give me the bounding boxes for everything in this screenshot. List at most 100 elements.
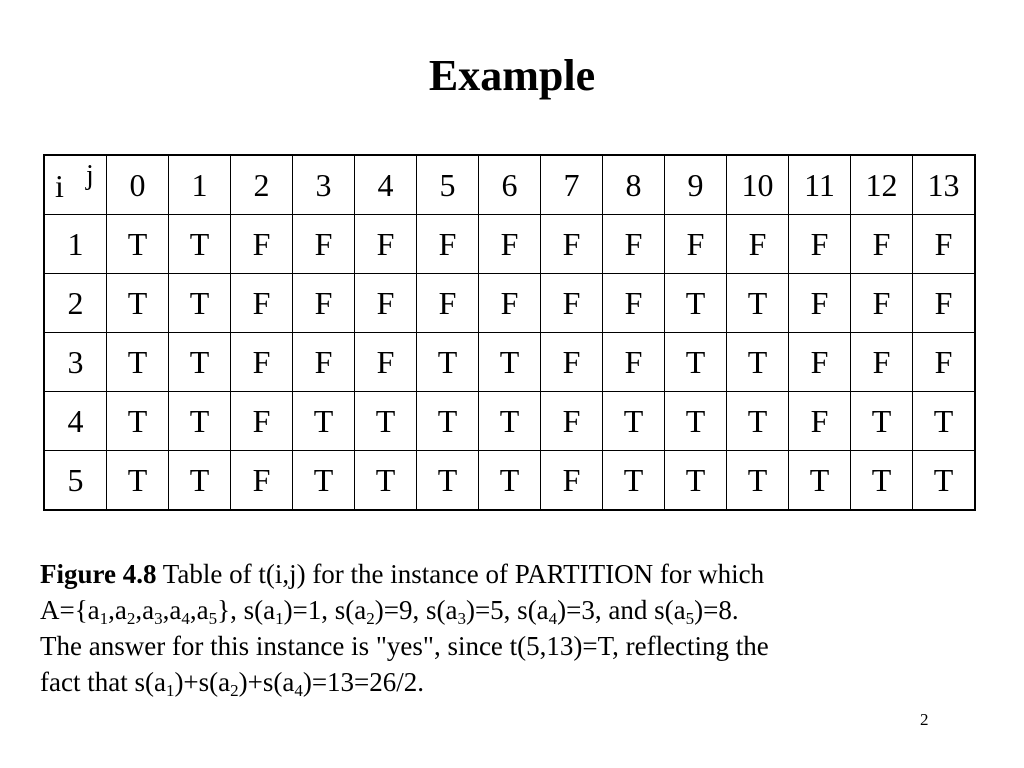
table-cell: T: [292, 391, 355, 451]
table-cell: F: [354, 214, 417, 274]
caption-fragment: )=13=26/2.: [302, 667, 425, 697]
table-cell: F: [292, 273, 355, 333]
table-cell: F: [912, 332, 976, 392]
table-cell: T: [726, 273, 789, 333]
table-cell: F: [230, 391, 293, 451]
table-cell: F: [416, 214, 479, 274]
table-cell: F: [540, 214, 603, 274]
row-header: 3: [43, 332, 107, 392]
table-cell: F: [478, 273, 541, 333]
table-cell: F: [354, 332, 417, 392]
table-cell: F: [230, 214, 293, 274]
table-cell: F: [912, 273, 976, 333]
caption-fragment: A={a: [40, 595, 100, 625]
column-header: 2: [230, 154, 293, 215]
table-cell: F: [292, 214, 355, 274]
table-cell: F: [602, 332, 665, 392]
subscript: 1: [165, 681, 175, 700]
caption-fragment: )=1, s(a: [283, 595, 367, 625]
row-header: 4: [43, 391, 107, 451]
caption-fragment: )=8.: [694, 595, 739, 625]
table-cell: T: [478, 450, 541, 511]
table-cell: T: [106, 450, 169, 511]
table-cell: F: [602, 273, 665, 333]
table-cell: F: [788, 273, 851, 333]
table-cell: T: [168, 450, 231, 511]
subscript: 2: [126, 609, 136, 628]
table-cell: T: [664, 273, 727, 333]
table-cell: F: [230, 450, 293, 511]
table-cell: F: [602, 214, 665, 274]
caption-fragment: fact that s(a: [40, 667, 166, 697]
caption-fragment: )+s(a: [238, 667, 295, 697]
table-cell: F: [726, 214, 789, 274]
subscript: 3: [154, 609, 163, 628]
table-cell: F: [416, 273, 479, 333]
table-cell: T: [106, 273, 169, 333]
figure-caption: Figure 4.8 Table of t(i,j) for the insta…: [40, 556, 990, 700]
table-cell: T: [478, 391, 541, 451]
table-cell: T: [416, 450, 479, 511]
caption-fragment: )=9, s(a: [374, 595, 458, 625]
column-header: 3: [292, 154, 355, 215]
table-cell: F: [292, 332, 355, 392]
table-cell: T: [168, 214, 231, 274]
table-cell: F: [230, 332, 293, 392]
table-cell: T: [292, 450, 355, 511]
column-header: 8: [602, 154, 665, 215]
caption-line-4: fact that s(a1)+s(a2)+s(a4)=13=26/2.: [40, 664, 990, 700]
subscript: 3: [457, 609, 466, 628]
table-cell: F: [354, 273, 417, 333]
column-header: 1: [168, 154, 231, 215]
table-cell: T: [726, 450, 789, 511]
caption-fragment: )+s(a: [174, 667, 231, 697]
table-cell: T: [478, 332, 541, 392]
subscript: 4: [181, 609, 190, 628]
caption-fragment: )=3, and s(a: [557, 595, 686, 625]
table-cell: T: [788, 450, 851, 511]
subscript: 1: [99, 609, 109, 628]
column-header: 6: [478, 154, 541, 215]
subscript: 1: [275, 609, 284, 628]
row-header: 2: [43, 273, 107, 333]
table-cell: T: [912, 391, 976, 451]
table-cell: T: [106, 391, 169, 451]
table-cell: F: [478, 214, 541, 274]
column-header: 10: [726, 154, 789, 215]
caption-fragment: ,a: [135, 595, 155, 625]
subscript: 5: [685, 609, 695, 628]
row-header: 1: [43, 214, 107, 274]
row-axis-label: i: [55, 168, 64, 204]
column-header: 5: [416, 154, 479, 215]
caption-fragment: ,a: [189, 595, 209, 625]
table-cell: T: [106, 214, 169, 274]
column-header: 0: [106, 154, 169, 215]
caption-line-1: Figure 4.8 Table of t(i,j) for the insta…: [40, 556, 990, 592]
table-cell: F: [664, 214, 727, 274]
subscript: 2: [230, 681, 239, 700]
table-cell: F: [540, 273, 603, 333]
table-cell: F: [230, 273, 293, 333]
table-cell: F: [788, 332, 851, 392]
table-cell: T: [168, 273, 231, 333]
table-cell: F: [540, 332, 603, 392]
table-cell: F: [540, 391, 603, 451]
table-cell: F: [850, 332, 913, 392]
table-cell: T: [664, 450, 727, 511]
subscript: 4: [294, 681, 303, 700]
column-header: 12: [850, 154, 913, 215]
table-cell: F: [850, 273, 913, 333]
figure-label: Figure 4.8: [40, 559, 157, 589]
table-cell: T: [726, 391, 789, 451]
table-cell: T: [850, 450, 913, 511]
table-cell: F: [912, 214, 976, 274]
column-header: 11: [788, 154, 851, 215]
table-cell: T: [354, 391, 417, 451]
table-cell: T: [602, 391, 665, 451]
col-axis-label: j: [86, 160, 94, 191]
